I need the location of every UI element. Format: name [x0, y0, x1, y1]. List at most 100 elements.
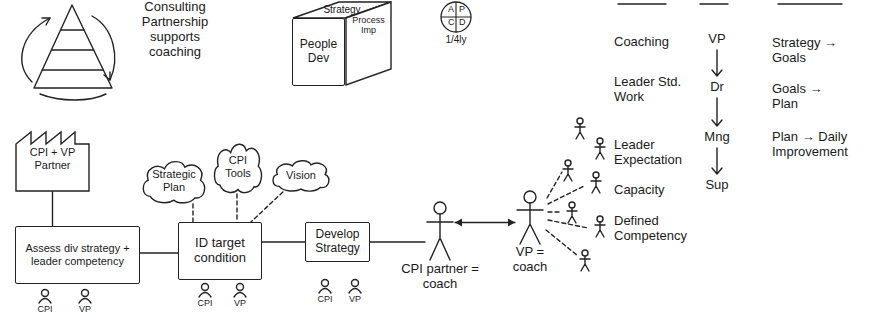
team-member — [591, 172, 601, 193]
coach-links — [546, 172, 588, 256]
connector-line — [370, 241, 425, 242]
connector-line — [52, 192, 53, 226]
figure-body — [427, 214, 453, 260]
pyramid-tiers — [42, 30, 103, 70]
coach-figure: VP = coach — [500, 190, 560, 275]
sketch-label: Defined Competency — [614, 214, 694, 244]
cloud-node: Strategic Plan — [140, 158, 208, 204]
sketch-label: CPI — [33, 304, 57, 314]
sketch-label: Goals → Plan — [772, 82, 836, 112]
node-text: People Dev — [298, 38, 339, 66]
node-text: A — [448, 5, 454, 14]
sketch-label: VP — [700, 32, 734, 47]
node-text: Assess div strategy + leader competency — [21, 242, 134, 267]
sketch-label: Capacity — [614, 183, 694, 198]
connector-line — [262, 241, 305, 242]
quadrant-lines — [441, 2, 471, 32]
connector — [251, 192, 283, 222]
process-box: Assess div strategy + leader competency — [15, 226, 140, 284]
connector — [52, 192, 53, 226]
sketch-label: Leader Std. Work — [614, 75, 694, 105]
process-box: Develop Strategy — [305, 222, 370, 262]
person-head — [237, 284, 244, 291]
cube-face: Process Imp — [345, 1, 392, 86]
node-text: D — [459, 18, 466, 27]
node-text: CPI partner = coach — [400, 262, 480, 292]
person-shoulders — [79, 299, 91, 304]
connector-line — [192, 204, 193, 222]
node-text: CPI Tools — [218, 154, 258, 179]
team-member — [567, 202, 577, 223]
arrow-head — [508, 219, 515, 227]
dashed-link — [547, 172, 562, 198]
sketch-label: Dr — [700, 80, 734, 95]
sketch-label: Mng — [700, 130, 734, 145]
team-member — [575, 118, 585, 139]
down-arrow — [712, 148, 722, 174]
node-text: Process Imp — [351, 15, 386, 36]
face-outline — [346, 2, 391, 85]
factory-node: CPI + VP Partner — [15, 130, 90, 192]
team-member — [595, 138, 605, 159]
pyramid-outline — [34, 5, 112, 88]
person-head — [42, 290, 49, 297]
person-head — [202, 284, 209, 291]
circle-outline — [441, 2, 471, 32]
hierarchy-arrows — [712, 50, 722, 174]
person-shoulders — [199, 293, 211, 298]
curved-arrow — [40, 94, 106, 100]
node-text: P — [459, 5, 465, 14]
sketch-label: 1/4ly — [440, 34, 472, 46]
cloud-shape — [143, 162, 204, 203]
coach-figure: CPI partner = coach — [400, 200, 480, 292]
dashed-link — [548, 211, 562, 212]
connector-line — [455, 222, 515, 223]
pdca-circle: APCD — [440, 1, 472, 33]
down-arrow — [712, 50, 722, 76]
team-member — [563, 160, 573, 181]
connector-line — [140, 252, 178, 253]
sketch-label: Strategy → Goals — [772, 36, 872, 66]
sketch-label: VP — [73, 304, 97, 314]
person-shoulders — [349, 289, 361, 294]
down-arrow — [712, 98, 722, 126]
dashed-link — [548, 220, 588, 228]
node-text: Vision — [286, 169, 316, 182]
node-text: CPI + VP Partner — [21, 146, 84, 171]
figure-body — [517, 203, 543, 244]
connector — [193, 204, 194, 222]
factory-shape — [16, 132, 89, 191]
process-box: ID target condition — [178, 222, 262, 280]
connector-line — [251, 192, 283, 222]
sketch-label: Plan → Daily Improvement — [772, 130, 872, 160]
node-text: Strategy — [323, 4, 360, 16]
cloud-shape — [273, 161, 329, 191]
person-shoulders — [234, 293, 246, 298]
stick-figure — [425, 200, 455, 262]
node-text: ID target condition — [184, 236, 256, 266]
arrow-head — [42, 18, 50, 25]
arrow-head — [104, 72, 110, 80]
node-text: Develop Strategy — [311, 228, 364, 256]
cloud-node: Vision — [270, 158, 332, 192]
sketch-label: Sup — [700, 178, 734, 193]
pdca-circle — [440, 1, 472, 33]
team-member — [580, 250, 590, 271]
sketch-label: CPI — [193, 298, 217, 308]
sketch-label: Coaching — [614, 35, 694, 50]
person-head — [82, 290, 89, 297]
arrow-head — [455, 219, 462, 227]
cloud-node: CPI Tools — [212, 140, 264, 194]
pyramid — [22, 5, 115, 100]
dashed-link — [546, 230, 578, 256]
person-head — [322, 280, 329, 287]
node-text: Strategic Plan — [146, 168, 202, 193]
curved-arrow — [92, 16, 115, 80]
underline — [618, 3, 842, 4]
sketch-label: VP — [343, 294, 367, 304]
cube-side-face — [345, 1, 392, 86]
node-text: VP = coach — [500, 245, 560, 275]
person-shoulders — [39, 299, 51, 304]
